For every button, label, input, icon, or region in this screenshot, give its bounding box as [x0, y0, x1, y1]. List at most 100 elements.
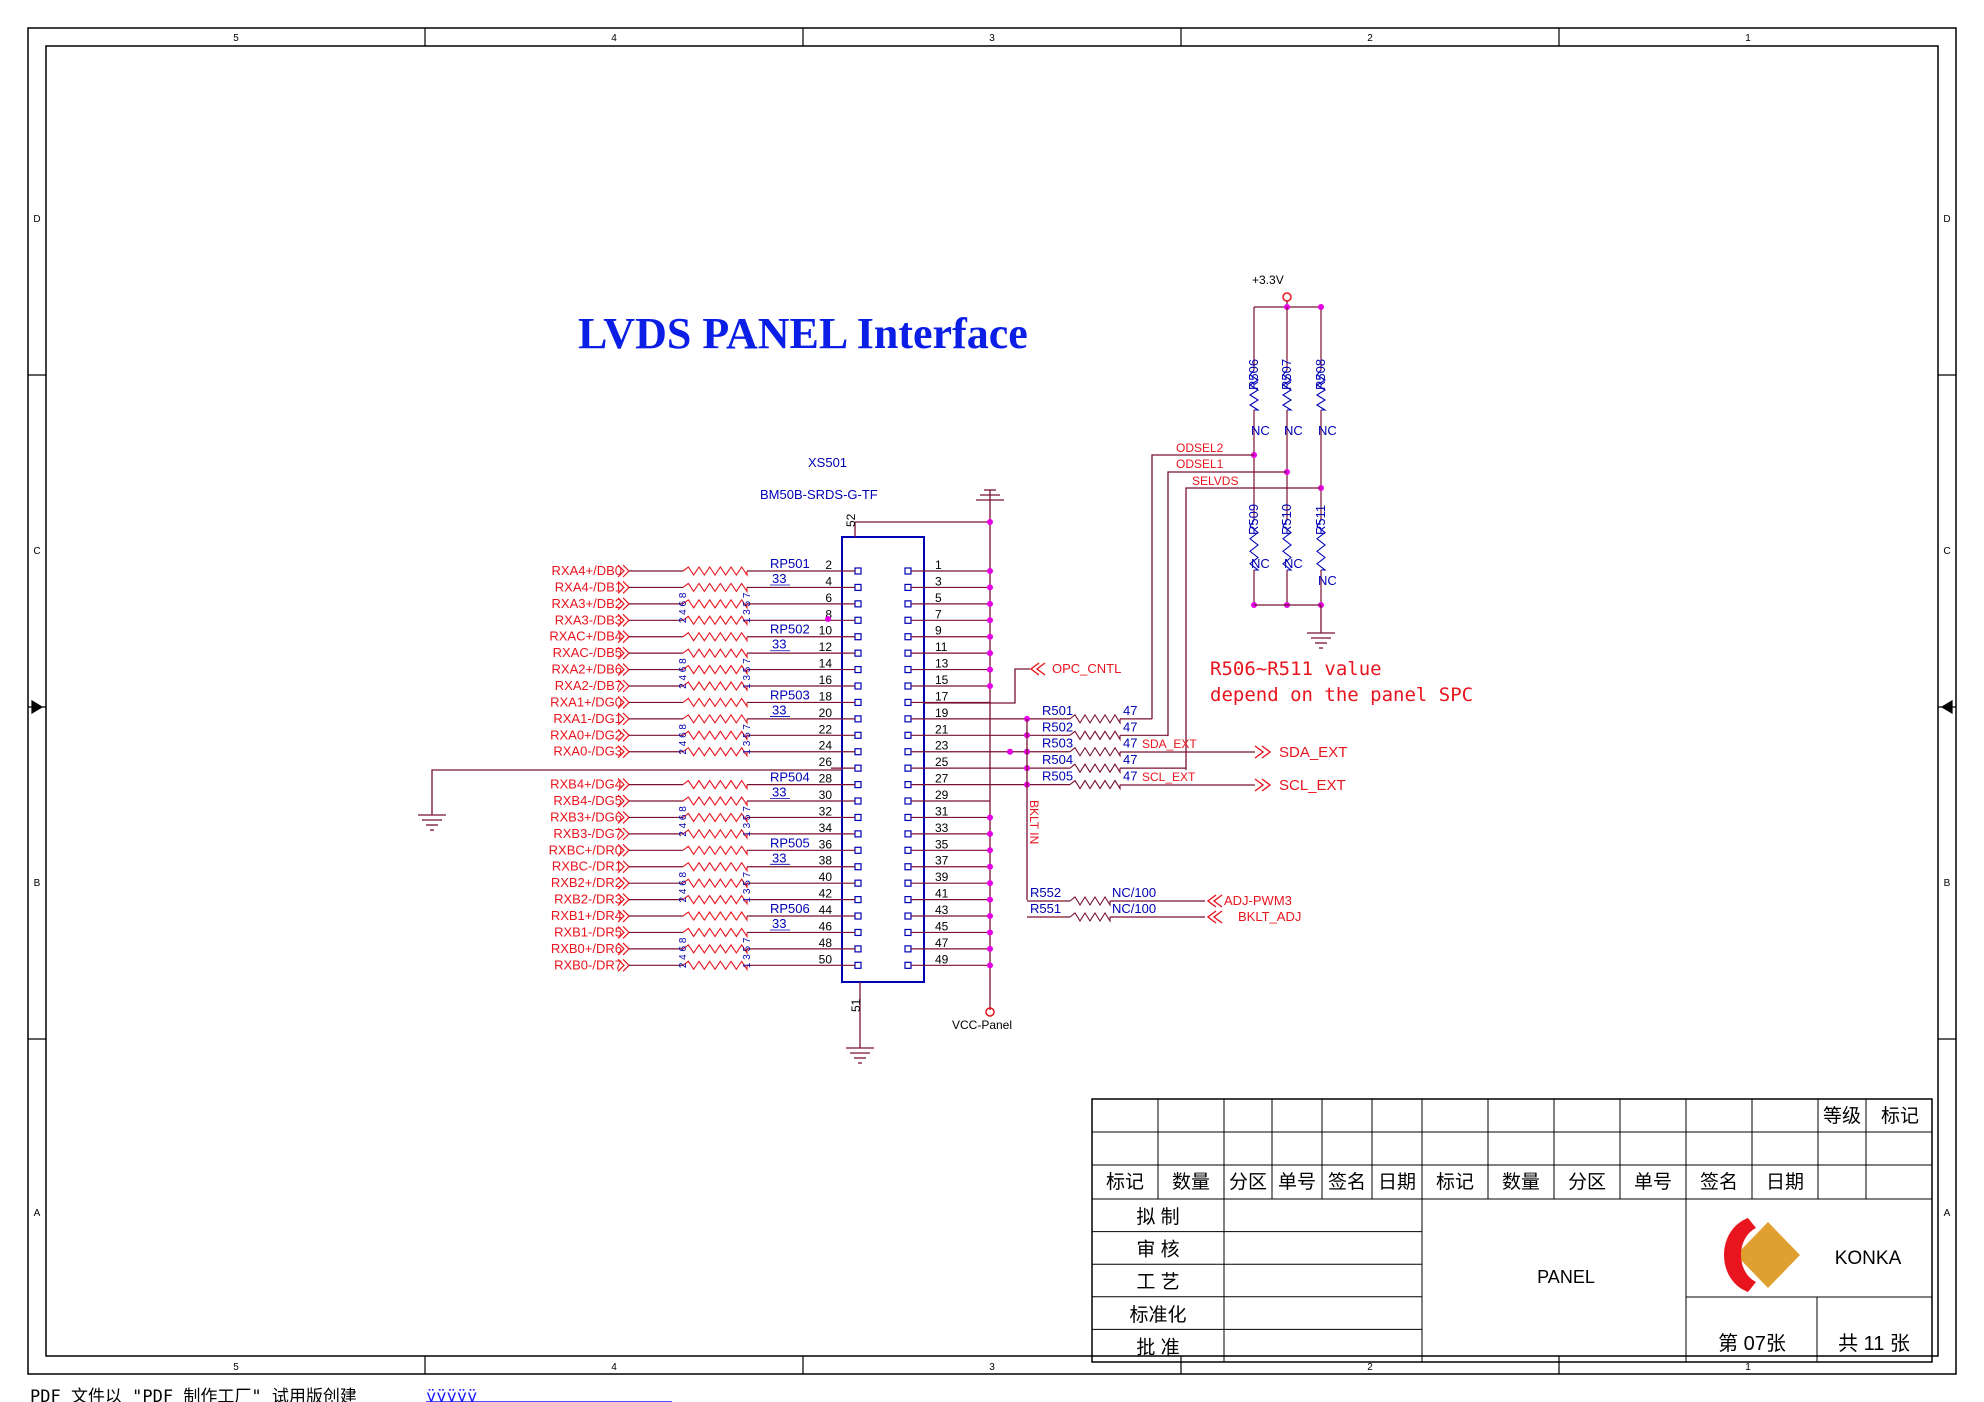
- pack-value: 33: [772, 571, 786, 586]
- connector-pin-right: [904, 846, 912, 854]
- supply-label: +3.3V: [1252, 273, 1284, 287]
- connector-pin-right: [904, 879, 912, 887]
- pin-number-left: 38: [819, 854, 833, 868]
- pin-number-left: 12: [819, 640, 833, 654]
- series-resistor-ref: R505: [1042, 769, 1073, 784]
- series-resistor-ref: R504: [1042, 752, 1073, 767]
- zone-label-col: 3: [989, 33, 995, 44]
- signal-label: RXA2+/DB6: [552, 662, 622, 677]
- scl-port-arrow: [1254, 778, 1272, 792]
- title-header-cell: 数量: [1502, 1171, 1540, 1193]
- adj-pwm-label: ADJ-PWM3: [1224, 893, 1292, 908]
- zone-label-col: 3: [989, 1362, 995, 1373]
- pin-number-left: 40: [819, 870, 833, 884]
- zone-label-row: C: [1943, 546, 1950, 557]
- pack-resistor-element: [682, 615, 748, 627]
- pack-resistor-element: [682, 894, 748, 906]
- pin-number-right: 43: [935, 903, 949, 917]
- zone-label-row: D: [33, 214, 40, 225]
- lvds-signal-list: RXA4+/DB0RXA4-/DB1RXA3+/DB2RXA3-/DB3RXAC…: [549, 563, 831, 972]
- scl-net-label: SCL_EXT: [1142, 770, 1196, 784]
- connector-pin-left: [854, 780, 862, 789]
- footer-link[interactable]: ÿÿÿÿÿ: [426, 1387, 477, 1402]
- pack-resistor-element: [682, 730, 748, 742]
- pin-number-right: 35: [935, 837, 949, 851]
- junction-dot: [987, 863, 993, 870]
- ground-symbol-bottom: [846, 1047, 874, 1064]
- series-resistor-ref: R501: [1042, 703, 1073, 718]
- pullup-value: NC: [1284, 423, 1303, 438]
- connector-pin-left: [854, 813, 862, 822]
- series-resistor-value: 47: [1123, 769, 1137, 784]
- pin-number-right: 11: [935, 640, 948, 654]
- connector-ref: XS501: [808, 455, 847, 470]
- connector-pin-right: [904, 830, 912, 838]
- bklt-adj-label: BKLT_ADJ: [1238, 909, 1301, 924]
- pin-number-left: 22: [819, 722, 833, 736]
- ground-symbol-top: [976, 489, 1004, 501]
- bklt-in-label: BKLT IN: [1027, 800, 1041, 844]
- connector-pin-right: [904, 748, 912, 756]
- pack-pin-numbers: 2 4 6 8: [678, 724, 689, 755]
- title-header-cell: 数量: [1172, 1171, 1210, 1193]
- junction-dot: [1318, 304, 1324, 310]
- pin-number-left: 42: [819, 887, 833, 901]
- sda-net-label: SDA_EXT: [1142, 737, 1197, 751]
- center-mark: [31, 699, 44, 715]
- pullup-value: NC: [1251, 423, 1270, 438]
- pin-number-right: 41: [935, 887, 949, 901]
- zone-label-row: B: [34, 878, 41, 889]
- pulldown-value: NC: [1284, 556, 1303, 571]
- series-resistor: [1069, 746, 1121, 758]
- title-role: 拟 制: [1136, 1206, 1179, 1228]
- pack-resistor-element: [682, 828, 748, 840]
- pin-number-right: 47: [935, 936, 949, 950]
- pin-number-right: 23: [935, 739, 949, 753]
- signal-label: RXBC+/DR0: [549, 842, 622, 857]
- pin-number-right: 29: [935, 788, 949, 802]
- connector-pin-left: [854, 682, 862, 690]
- title-block-frame: [1091, 1098, 1933, 1363]
- connector-pin-left: [854, 928, 862, 937]
- pullup-ref: R507: [1279, 359, 1294, 390]
- pin-number-right: 13: [935, 657, 949, 671]
- pin-number-right: 1: [935, 558, 942, 572]
- pulldown-value: NC: [1318, 573, 1337, 588]
- pack-pin-numbers: 1 3 5 7: [742, 806, 753, 837]
- pin-number-right: 5: [935, 591, 942, 605]
- zone-label-col: 5: [233, 1362, 239, 1373]
- pulldown-resistor: [1249, 519, 1260, 571]
- page-title: LVDS PANEL Interface: [578, 309, 1028, 358]
- selvds-label: SELVDS: [1192, 474, 1238, 488]
- scl-port-label: SCL_EXT: [1279, 777, 1346, 794]
- inner-frame: [45, 45, 1939, 1357]
- connector-pin-left: [854, 649, 862, 657]
- junction-dot: [987, 650, 993, 657]
- pack-pin-numbers: 1 3 5 7: [742, 937, 753, 968]
- junction-dot: [987, 633, 993, 640]
- connector-pin-left: [854, 583, 862, 592]
- connector-pin-left: [854, 830, 862, 838]
- junction-dot: [987, 913, 993, 920]
- signal-label: RXA4+/DB0: [552, 563, 622, 578]
- outer-frame: [27, 27, 1957, 1375]
- connector-pin-right: [904, 863, 912, 871]
- connector-pin-right: [904, 600, 912, 608]
- series-resistor: [1069, 713, 1121, 725]
- pack-resistor-element: [682, 911, 748, 922]
- zone-label-col: 4: [611, 33, 617, 44]
- pwm-resistor-ref: R551: [1030, 901, 1061, 916]
- signal-label: RXA3+/DB2: [552, 596, 622, 611]
- pack-resistor-element: [682, 960, 748, 972]
- pin-number-left: 2: [825, 558, 832, 572]
- pack-resistor-element: [682, 566, 748, 577]
- pullup-resistor: [1315, 369, 1327, 411]
- connector-pin-left: [854, 863, 862, 871]
- signal-label: RXA4-/DB1: [555, 579, 622, 594]
- pwm-resistor-ref: R552: [1030, 885, 1061, 900]
- ground-symbol-left: [418, 814, 446, 831]
- connector-pin-left: [854, 698, 862, 707]
